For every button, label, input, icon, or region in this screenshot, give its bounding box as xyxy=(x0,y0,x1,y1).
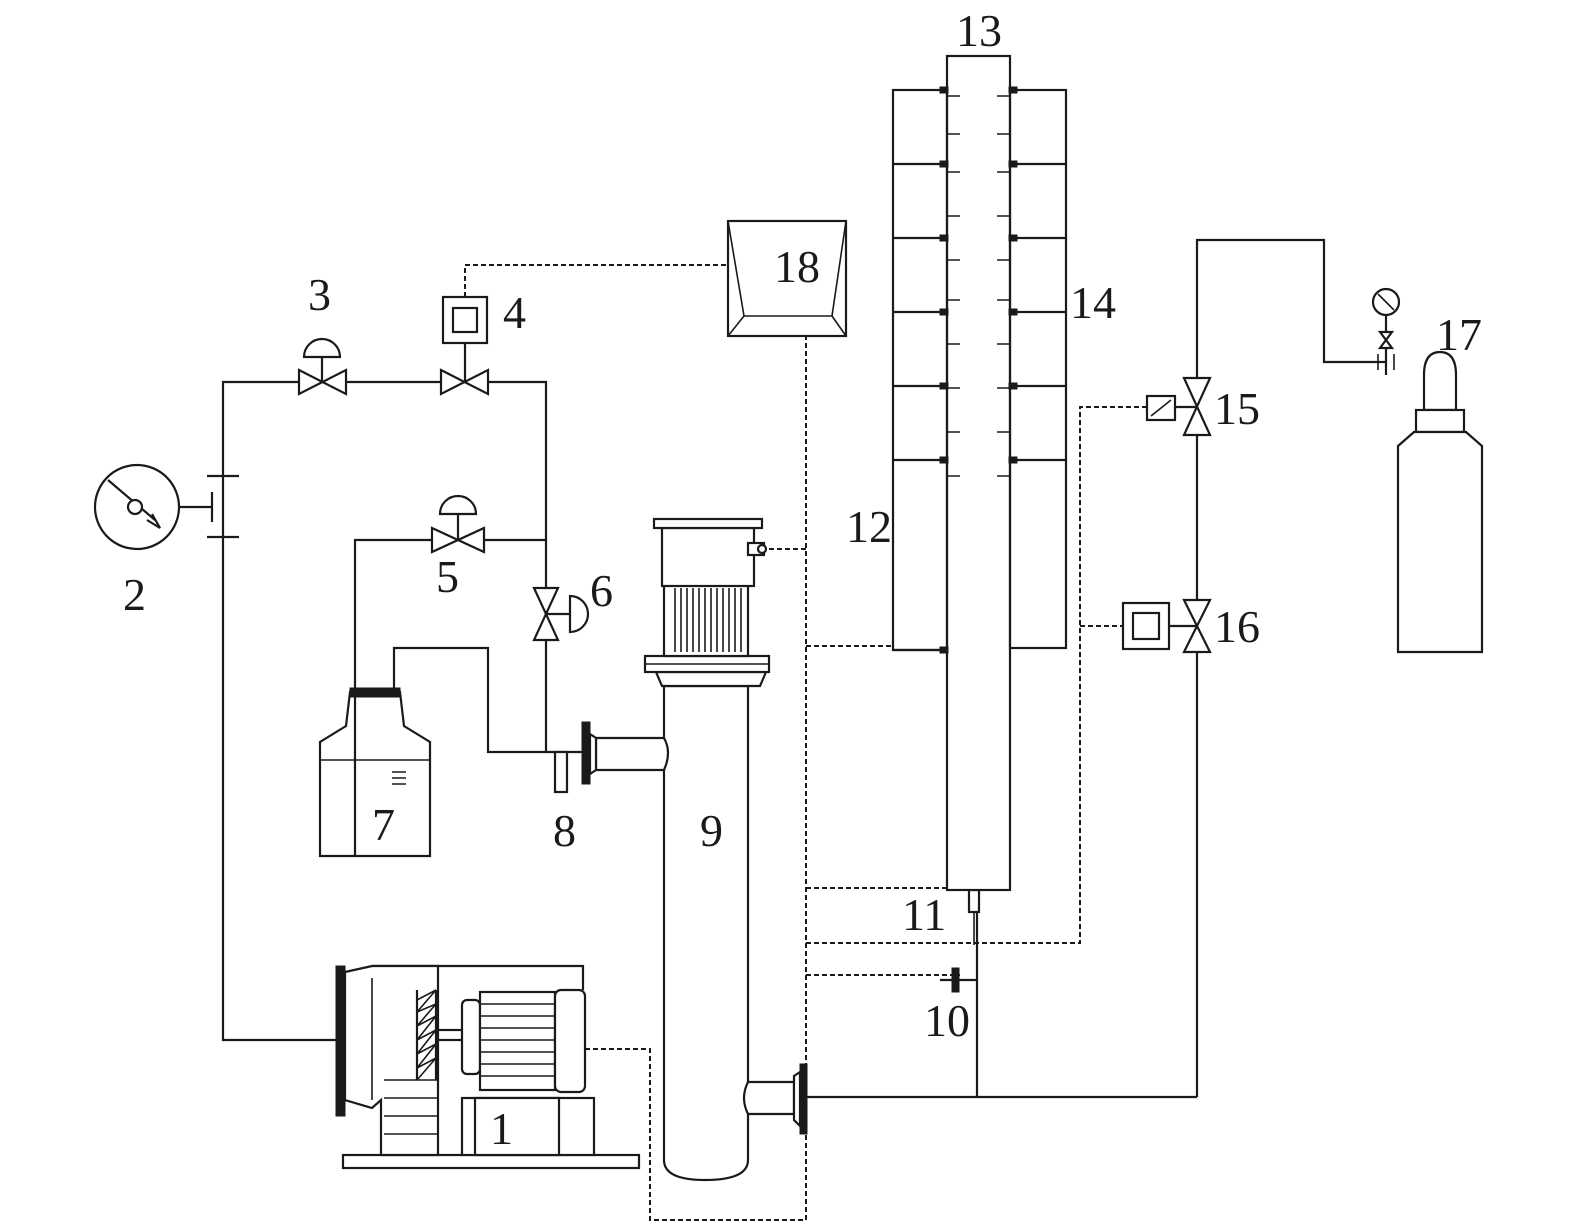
label-12: 12 xyxy=(846,501,892,552)
label-4: 4 xyxy=(503,287,526,338)
label-10: 10 xyxy=(924,995,970,1046)
label-8: 8 xyxy=(553,805,576,856)
column-9: 9 xyxy=(581,517,808,1182)
sensor-11: 11 xyxy=(902,888,981,945)
label-7: 7 xyxy=(372,799,395,850)
label-5: 5 xyxy=(436,551,459,602)
label-1: 1 xyxy=(490,1103,513,1154)
label-17: 17 xyxy=(1436,309,1482,360)
label-18: 18 xyxy=(774,241,820,292)
drain-8: 8 xyxy=(553,750,576,856)
valve-16: 16 xyxy=(1121,598,1260,654)
valve-15: 15 xyxy=(1145,376,1260,437)
signal-lines xyxy=(464,264,1146,1221)
sensor-10: 10 xyxy=(924,967,977,1046)
label-3: 3 xyxy=(308,269,331,320)
label-2: 2 xyxy=(123,569,146,620)
manometer-left-12: 12 xyxy=(846,86,949,654)
valve-4: 4 xyxy=(439,287,526,396)
manometer-right-14: 14 xyxy=(1008,86,1116,650)
process-piping xyxy=(221,238,1388,1099)
label-6: 6 xyxy=(590,565,613,616)
column-13: 13 xyxy=(945,5,1012,892)
label-9: 9 xyxy=(700,805,723,856)
label-15: 15 xyxy=(1214,383,1260,434)
tank-7: 7 xyxy=(318,687,432,858)
label-13: 13 xyxy=(956,5,1002,56)
valve-5: 5 xyxy=(430,494,486,602)
meter-2: 2 xyxy=(93,463,239,620)
pump-1: 1 xyxy=(335,964,641,1170)
label-14: 14 xyxy=(1070,277,1116,328)
cylinder-17: 17 xyxy=(1371,287,1484,654)
valve-6: 6 xyxy=(532,565,613,642)
controller-18: 18 xyxy=(726,219,848,338)
valve-3: 3 xyxy=(297,269,348,396)
label-11: 11 xyxy=(902,889,946,940)
label-16: 16 xyxy=(1214,601,1260,652)
